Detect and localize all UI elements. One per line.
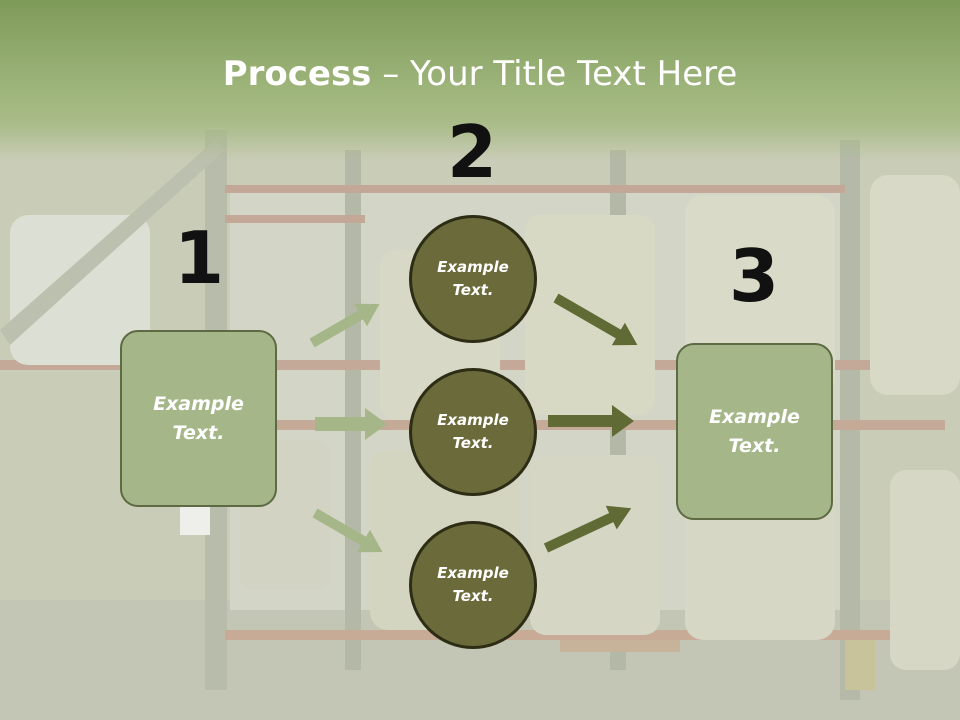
circle-middle-text-line2: Text. xyxy=(452,434,494,452)
title-rest: – Your Title Text Here xyxy=(371,54,738,94)
step-1-text-line1: Example xyxy=(153,392,244,415)
slide-title: Process – Your Title Text Here xyxy=(0,52,960,96)
step-number-1: 1 xyxy=(173,216,225,300)
circle-top-text-line2: Text. xyxy=(452,281,494,299)
circle-middle-text-line1: Example xyxy=(437,411,509,429)
step-3-text-line1: Example xyxy=(709,405,800,428)
circle-top-text-line1: Example xyxy=(437,258,509,276)
step-1-text-line2: Text. xyxy=(172,421,225,444)
title-bold: Process xyxy=(222,54,372,94)
circle-bottom-text-line2: Text. xyxy=(452,587,494,605)
title-bar xyxy=(0,0,960,160)
step-number-2: 2 xyxy=(446,110,498,194)
step-number-3: 3 xyxy=(728,234,780,318)
step-3-text-line2: Text. xyxy=(728,434,781,457)
circle-bottom-text-line1: Example xyxy=(437,564,509,582)
